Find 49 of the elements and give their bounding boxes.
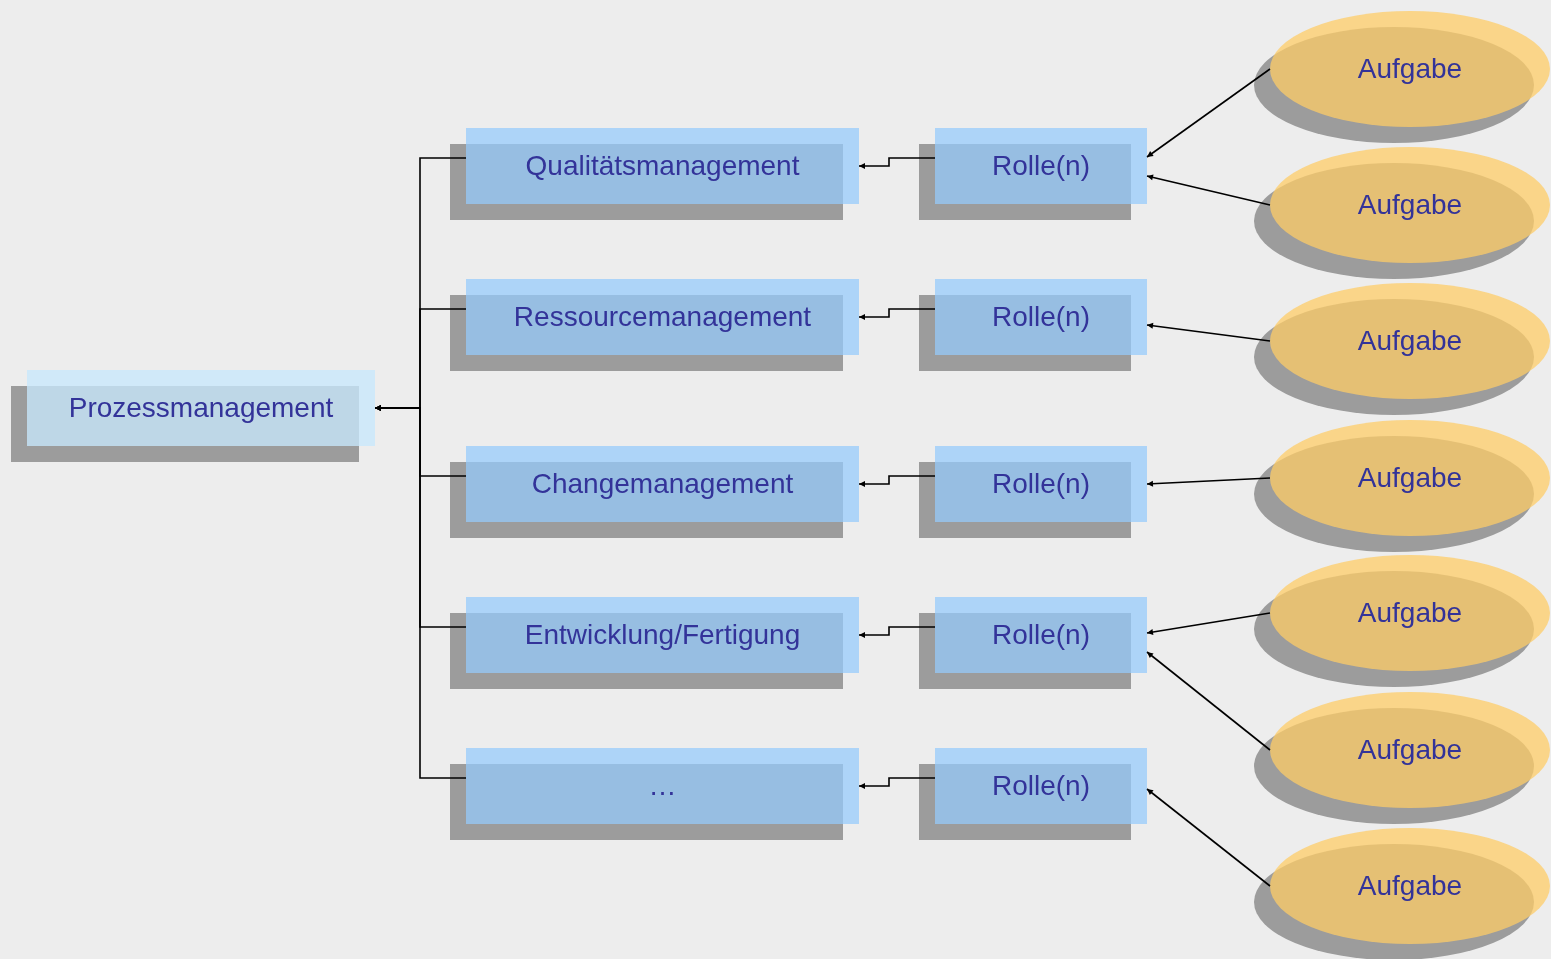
process-box <box>11 370 375 462</box>
node-label: Aufgabe <box>1357 189 1463 221</box>
process-box <box>450 128 859 220</box>
node-label: Aufgabe <box>1357 462 1463 494</box>
task-ellipse <box>1254 420 1550 552</box>
task-ellipse <box>1254 692 1550 824</box>
role-box <box>919 446 1147 538</box>
arrow <box>1146 322 1271 342</box>
process-box <box>450 279 859 371</box>
role-box <box>919 597 1147 689</box>
node-label: Aufgabe <box>1357 325 1463 357</box>
arrow <box>858 157 936 169</box>
arrow <box>1146 651 1271 751</box>
arrow <box>1146 612 1271 635</box>
task-ellipse <box>1254 555 1550 687</box>
node-label: Aufgabe <box>1357 870 1463 902</box>
arrow <box>858 626 936 638</box>
arrow <box>1146 788 1271 887</box>
arrow <box>1146 174 1271 206</box>
node-label: Rolle(n) <box>992 301 1090 333</box>
node-label: Rolle(n) <box>992 770 1090 802</box>
arrow <box>1146 477 1271 487</box>
task-ellipse <box>1254 11 1550 143</box>
arrow <box>374 405 467 779</box>
node-label: … <box>648 770 677 802</box>
task-ellipse <box>1254 283 1550 415</box>
arrow <box>858 777 936 789</box>
process-box <box>450 748 859 840</box>
node-label: Rolle(n) <box>992 150 1090 182</box>
arrow <box>858 475 936 487</box>
process-box <box>450 446 859 538</box>
node-label: Aufgabe <box>1357 53 1463 85</box>
node-label: Aufgabe <box>1357 597 1463 629</box>
node-label: Entwicklung/Fertigung <box>524 619 801 651</box>
node-label: Ressourcemanagement <box>513 301 812 333</box>
node-label: Rolle(n) <box>992 619 1090 651</box>
node-label: Changemanagement <box>531 468 794 500</box>
task-ellipse <box>1254 828 1550 959</box>
node-label: Rolle(n) <box>992 468 1090 500</box>
node-label: Aufgabe <box>1357 734 1463 766</box>
task-ellipse <box>1254 147 1550 279</box>
role-box <box>919 128 1147 220</box>
arrow <box>858 308 936 320</box>
arrow <box>1146 68 1271 158</box>
role-box <box>919 279 1147 371</box>
role-box <box>919 748 1147 840</box>
node-label: Qualitätsmanagement <box>525 150 800 182</box>
node-label: Prozessmanagement <box>68 392 334 424</box>
process-box <box>450 597 859 689</box>
